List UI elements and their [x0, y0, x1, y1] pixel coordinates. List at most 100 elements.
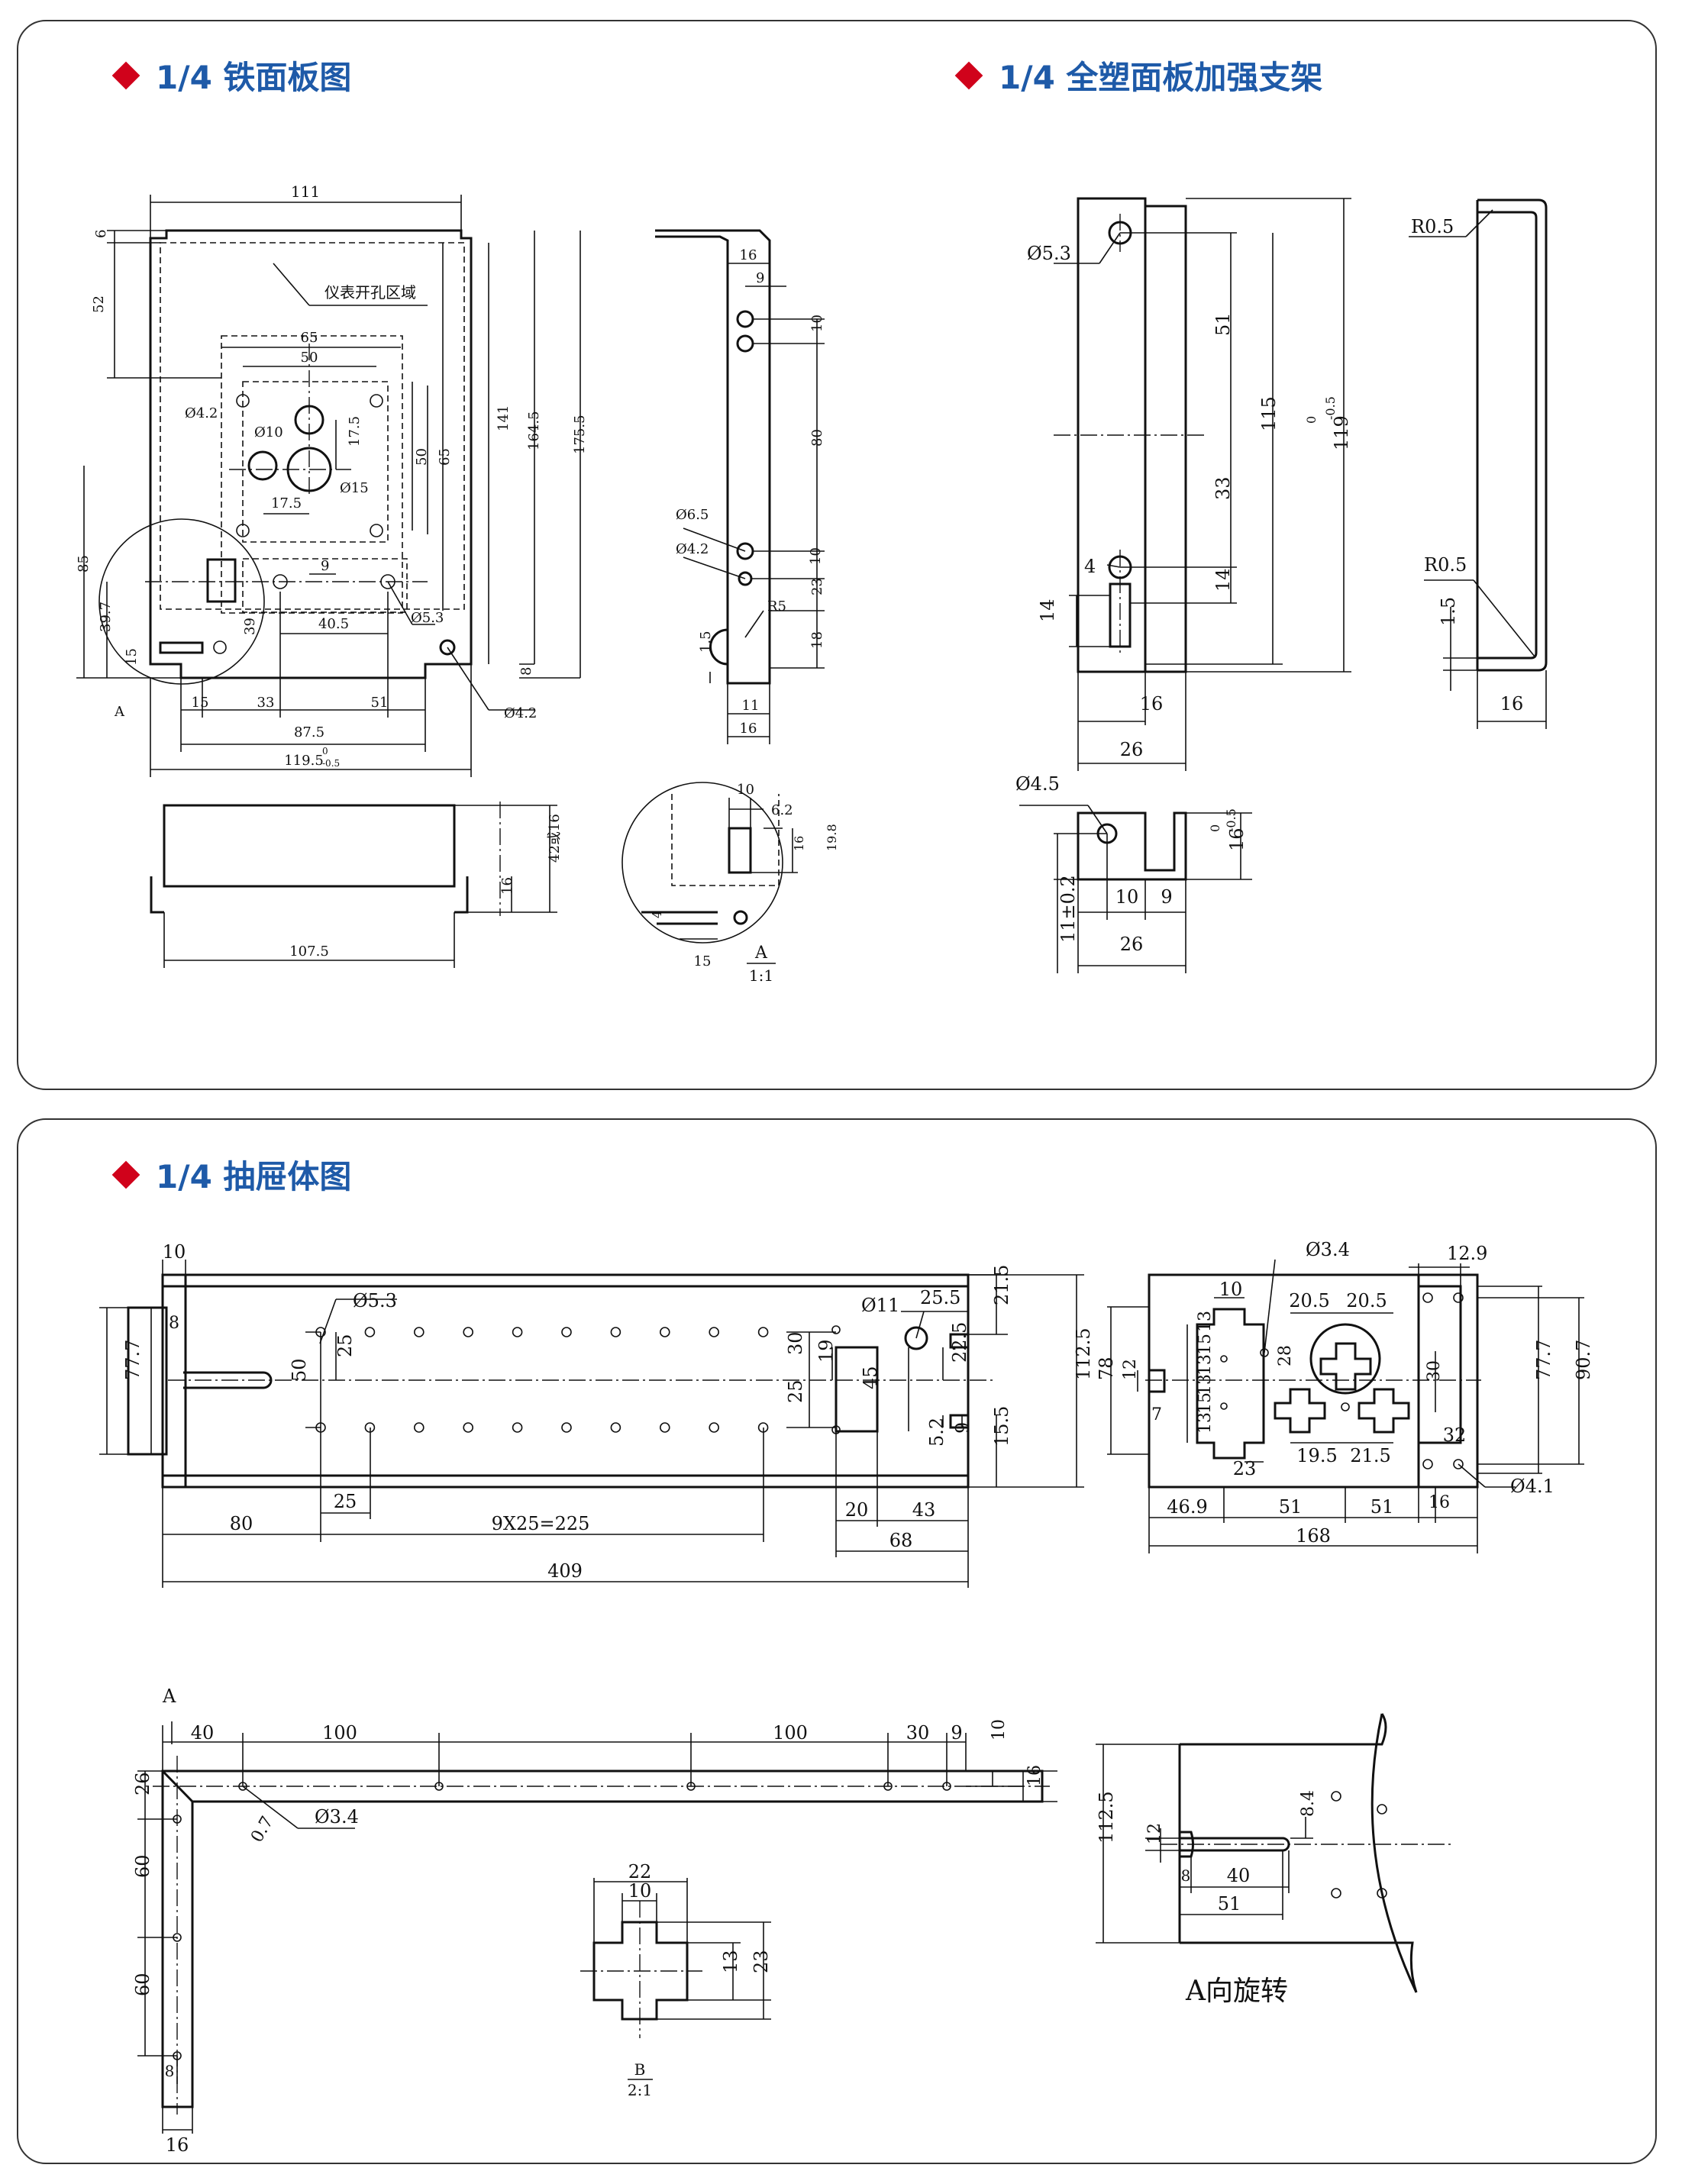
rot-dim-8: 8	[1181, 1866, 1191, 1885]
hole-10-label: Ø10	[254, 424, 283, 440]
drawer-dim-225: 9X25=225	[492, 1513, 590, 1534]
end-dim-51-b: 51	[1370, 1496, 1394, 1518]
dim-85: 85	[76, 555, 92, 573]
drawer-dim-25-v: 25	[334, 1334, 356, 1357]
end-dim-16: 16	[1429, 1493, 1450, 1512]
bracket-tol-bottom: -0.5	[1323, 396, 1338, 420]
bracket-heading: 1/4 全塑面板加强支架	[954, 52, 1322, 98]
mounting-hole	[610, 1422, 621, 1433]
bracket-dim-11: 11±0.2	[1057, 875, 1079, 943]
bracket-dim-14-left: 14	[1037, 598, 1058, 622]
drawer-end-view	[1145, 1273, 1481, 1489]
drawer-heading: 1/4 抽屉体图	[111, 1151, 352, 1198]
end-dim-20-5-b: 20.5	[1346, 1290, 1387, 1311]
drawer-dim-21-5: 21.5	[991, 1265, 1012, 1305]
mounting-hole	[709, 1422, 720, 1433]
side-hole-4-2: Ø4.2	[676, 541, 709, 557]
bracket-dim-9: 9	[1161, 886, 1172, 908]
mounting-hole	[831, 1325, 841, 1334]
end-dim-23: 23	[1233, 1458, 1257, 1479]
drawer-dim-25-v2: 25	[785, 1379, 806, 1403]
detail-a-view: 10 6.2 16 19.8 4 15 A 1:1	[621, 782, 839, 985]
detail-a-dim-16: 16	[792, 836, 806, 851]
dim-17-5-h: 17.5	[271, 495, 302, 511]
mounting-hole	[463, 1327, 474, 1337]
end-dim-13-c: 13	[1196, 1374, 1215, 1395]
end-dim-12-9: 12.9	[1447, 1243, 1487, 1264]
dim-52: 52	[91, 295, 107, 313]
l-dim-10: 10	[990, 1719, 1009, 1740]
detail-a-dim-19-8: 19.8	[825, 824, 839, 851]
bracket-dim-16: 16	[1140, 693, 1164, 715]
drawer-dim-15-5: 15.5	[991, 1406, 1012, 1447]
detail-b-scale: 2:1	[628, 2081, 652, 2099]
dim-119-5: 119.5	[284, 753, 324, 769]
side-dim-10-a: 10	[809, 315, 825, 332]
bracket-dim-51: 51	[1212, 312, 1234, 336]
dim-141: 141	[496, 405, 512, 431]
detail-a-dim-6-2: 6.2	[771, 802, 793, 818]
end-dim-51-a: 51	[1279, 1496, 1303, 1518]
dim-111: 111	[291, 182, 320, 201]
dim-50-v: 50	[414, 448, 430, 466]
hole-4-2-b-label: Ø4.2	[504, 705, 537, 721]
end-dim-46-9: 46.9	[1167, 1496, 1207, 1518]
dim-164-5: 164.5	[526, 411, 542, 450]
drawer-dim-409: 409	[547, 1560, 583, 1582]
dim-8: 8	[518, 667, 534, 676]
side-dim-1-5: 1.5	[698, 631, 714, 653]
drawer-top-holes	[315, 1325, 841, 1434]
top-drawing-panel	[17, 20, 1657, 1090]
side-profile-view: 16 9 10 80 Ø6.5 Ø4.2 10 R5 23 18 1.5 11 …	[655, 229, 825, 744]
tol-bottom: -0.5	[322, 758, 340, 769]
mounting-hole	[512, 1327, 523, 1337]
end-dim-13-b: 13	[1196, 1354, 1215, 1376]
bracket-bottom-view: Ø4.5 10 9 16 0 -0.5 11±0.2 26	[1015, 773, 1252, 973]
end-dim-78: 78	[1096, 1357, 1117, 1380]
dim-15-v: 15	[124, 648, 140, 666]
drawer-hole-11: Ø11	[861, 1295, 899, 1316]
drawer-dim-25-5: 25.5	[920, 1287, 960, 1308]
dim-87-5: 87.5	[294, 724, 324, 740]
bracket-dim-16-tol-top: 0	[1208, 824, 1222, 832]
end-dim-20-5-a: 20.5	[1289, 1290, 1329, 1311]
end-hole-3-4: Ø3.4	[1306, 1239, 1350, 1260]
drawer-top-dimensions: 10 8 77.7 Ø5.3 25 50 Ø11 25.5 21.5 30 19…	[99, 1241, 1094, 1588]
drawer-title: 1/4 抽屉体图	[156, 1158, 352, 1195]
drawer-dim-10: 10	[163, 1241, 186, 1263]
drawer-dim-112-5: 112.5	[1073, 1327, 1094, 1380]
drawer-dim-25: 25	[334, 1491, 357, 1512]
l-dim-100-a: 100	[322, 1722, 357, 1744]
dim-9: 9	[321, 558, 329, 574]
bracket-dim-14-inner: 14	[1212, 568, 1234, 592]
bracket-hole-5-3: Ø5.3	[1027, 243, 1071, 264]
detail-a-dim-10: 10	[737, 782, 754, 798]
drawer-hole-5-3: Ø5.3	[353, 1290, 397, 1311]
mounting-hole	[561, 1327, 572, 1337]
end-dim-15-a: 15	[1196, 1334, 1215, 1355]
rot-dim-8-4: 8.4	[1299, 1790, 1318, 1817]
drawer-top-view	[127, 1273, 993, 1489]
dim-16-side: 16	[499, 877, 515, 895]
dim-51: 51	[371, 695, 389, 711]
iron-panel-title: 1/4 铁面板图	[156, 59, 352, 96]
mounting-hole	[413, 1327, 425, 1337]
drawer-dim-20: 20	[845, 1499, 869, 1521]
dim-42-16: 42或16	[547, 814, 563, 863]
end-dim-13-d: 13	[1196, 1412, 1215, 1434]
iron-panel-side-view: 107.5 42或16 16	[150, 802, 563, 968]
end-dim-77-7: 77.7	[1533, 1340, 1554, 1380]
drawer-dim-50: 50	[289, 1358, 310, 1382]
mounting-hole	[757, 1327, 769, 1337]
mounting-hole	[413, 1422, 425, 1433]
mounting-hole	[512, 1422, 523, 1433]
bracket-hole-4-5: Ø4.5	[1015, 773, 1060, 795]
detail-a-dim-4: 4	[650, 911, 664, 918]
end-hole-4-1: Ø4.1	[1510, 1476, 1554, 1497]
detail-b-label: B	[634, 2060, 646, 2079]
iron-panel-heading: 1/4 铁面板图	[111, 52, 352, 98]
bracket-dim-115: 115	[1258, 396, 1280, 431]
mounting-hole	[659, 1422, 670, 1433]
bracket-dim-26: 26	[1120, 739, 1144, 760]
